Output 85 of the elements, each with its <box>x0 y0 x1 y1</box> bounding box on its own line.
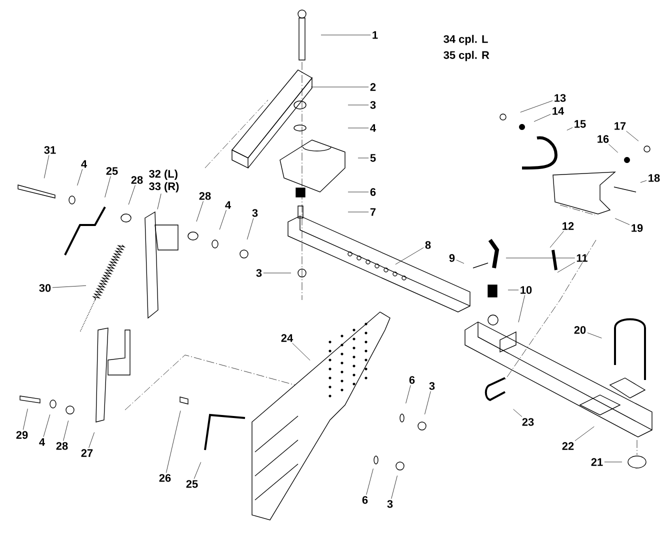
callout-number: 27 <box>81 449 93 457</box>
callout-number: 3 <box>256 269 262 277</box>
callout-number: 29 <box>16 431 28 439</box>
callout-number: 11 <box>576 254 588 262</box>
callout-number: 28 <box>199 192 211 200</box>
leader-line <box>534 114 551 122</box>
callout-number: 3 <box>429 382 435 390</box>
callout-number: 14 <box>552 107 564 115</box>
leader-line <box>104 176 111 198</box>
callout-number: 23 <box>522 418 534 426</box>
leader-line <box>391 475 398 499</box>
callout-number: 6 <box>409 376 415 384</box>
callout-number: 31 <box>44 146 56 154</box>
leader-line <box>320 34 371 36</box>
leader-line <box>246 218 254 240</box>
callout-number: 3 <box>387 500 393 508</box>
callout-number: 4 <box>81 160 87 168</box>
callout-number: 24 <box>281 334 294 342</box>
callout-number: 28 <box>131 176 143 184</box>
callout-number: 15 <box>574 120 586 128</box>
callout-number: 32 (L) 33 (R) <box>149 170 179 192</box>
leader-line <box>88 432 95 448</box>
leader-line <box>52 285 86 288</box>
callout-number: 25 <box>186 480 198 488</box>
leader-line <box>566 127 573 130</box>
callout-number: 26 <box>159 474 171 482</box>
leader-line <box>587 332 602 338</box>
callout-number: 3 <box>252 209 258 217</box>
callout-number: 7 <box>370 208 376 216</box>
callout-number: 12 <box>562 222 574 230</box>
leader-line <box>263 272 292 274</box>
leader-line <box>157 193 162 210</box>
callout-number: 4 <box>225 201 231 209</box>
leader-line <box>574 426 594 442</box>
leader-line <box>557 262 576 273</box>
callout-number: 22 <box>562 442 574 450</box>
leader-line <box>166 410 181 473</box>
leader-line <box>43 414 50 438</box>
leader-line <box>196 201 204 222</box>
leader-line <box>406 385 411 404</box>
leader-line <box>640 180 647 183</box>
note-text: 35 cpl. R <box>444 50 490 62</box>
leader-line <box>550 230 564 248</box>
callout-number: 5 <box>370 154 376 162</box>
callout-number: 20 <box>574 326 586 334</box>
leader-line <box>518 295 525 322</box>
leader-line <box>310 86 369 88</box>
callout-number: 17 <box>614 122 626 130</box>
leader-line <box>456 260 464 264</box>
callout-number: 3 <box>370 101 376 109</box>
leader-line <box>395 247 424 265</box>
leader-line <box>63 420 69 441</box>
leader-line <box>366 468 374 495</box>
callout-number: 30 <box>39 284 51 292</box>
callout-number: 4 <box>370 124 376 132</box>
leader-line <box>424 391 431 415</box>
callout-number: 4 <box>39 438 45 446</box>
callout-number: 16 <box>598 135 609 143</box>
callout-number: 8 <box>425 241 431 249</box>
callout-number: 18 <box>648 174 660 182</box>
leader-line <box>77 168 83 186</box>
callout-number: 9 <box>449 254 455 262</box>
callout-number: 19 <box>632 224 643 232</box>
note-text: 34 cpl. L <box>444 34 488 46</box>
callout-number: 28 <box>56 442 68 450</box>
leader-line <box>292 342 310 361</box>
leader-line <box>128 185 136 205</box>
callout-number: 2 <box>370 83 376 91</box>
callout-number: 1 <box>372 31 378 39</box>
leader-line <box>608 144 618 153</box>
callout-number: 13 <box>554 94 566 102</box>
leader-line <box>348 104 369 106</box>
leader-line <box>22 408 28 430</box>
leader-line <box>614 218 630 225</box>
callout-number: 6 <box>362 496 368 504</box>
leader-line <box>513 409 522 417</box>
leader-line <box>626 130 639 142</box>
leader-line <box>520 100 553 112</box>
leader-line <box>194 462 202 479</box>
callout-number: 10 <box>520 286 532 294</box>
leader-line <box>219 210 226 230</box>
callout-number: 6 <box>370 188 376 196</box>
leader-line <box>44 155 50 178</box>
callout-number: 21 <box>591 458 603 466</box>
callout-number: 25 <box>106 167 118 175</box>
